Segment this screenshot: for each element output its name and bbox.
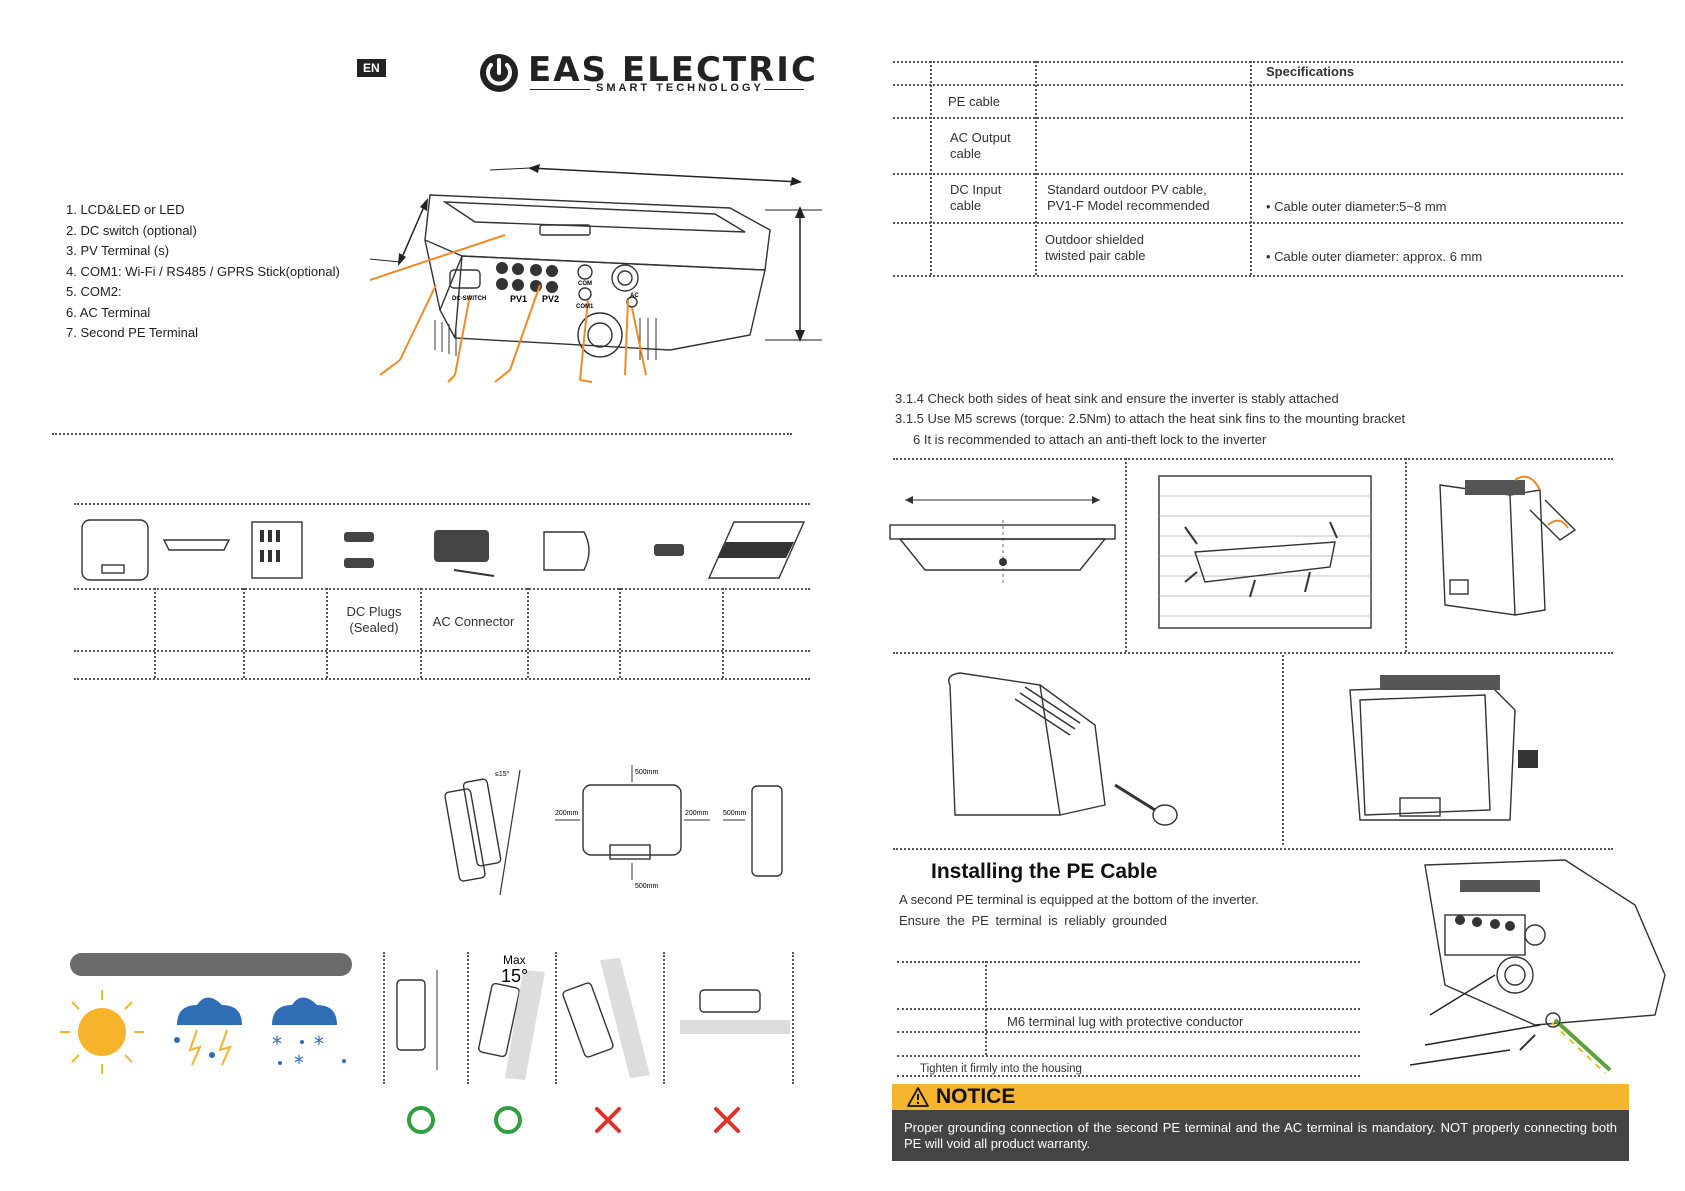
- svg-text:*: *: [294, 1051, 304, 1075]
- tilted-mount: Max 15°: [478, 953, 545, 1080]
- component-item: 2. DC switch (optional): [66, 222, 197, 238]
- vertical-mount: [396, 970, 438, 1070]
- wall-mount-illustration: [1158, 475, 1372, 629]
- svg-text:*: *: [272, 1032, 282, 1056]
- weather-illustration: * * *: [60, 990, 346, 1075]
- component-item: 7. Second PE Terminal: [66, 325, 198, 340]
- clearance-illustration: ≤15° 500mm 500mm 200mm 200mm 500mm: [444, 765, 783, 896]
- pe-tighten-note: Tighten it firmly into the housing: [920, 1063, 1082, 1075]
- cable-type: Outdoor shielded twisted pair cable: [1045, 232, 1146, 263]
- cable-name: PE cable: [948, 94, 1001, 109]
- tilt-side-view: ≤15°: [444, 769, 521, 896]
- brand-name: EAS ELECTRIC: [528, 50, 818, 90]
- pe-section-line1: A second PE terminal is equipped at the …: [899, 892, 1259, 907]
- pe-terminal-lug: M6 terminal lug with protective conducto…: [1007, 1014, 1244, 1029]
- not-allowed-icon: [714, 1107, 740, 1133]
- step-3-1-5: 3.1.5 Use M5 screws (torque: 2.5Nm) to a…: [895, 411, 1406, 426]
- environment-bar: [70, 953, 352, 976]
- language-badge: EN: [357, 59, 386, 77]
- label-com1: COM1: [576, 304, 594, 310]
- mounting-bracket-icon: [162, 539, 231, 551]
- pe-section-line2: Ensure the PE terminal is reliably groun…: [899, 913, 1168, 928]
- step-3-1-6: 6 It is recommended to attach an anti-th…: [913, 432, 1267, 447]
- package-label-ac-connector: AC Connector: [432, 614, 515, 629]
- front-distance-view: 500mm: [723, 785, 783, 877]
- mounting-verdicts: [407, 1106, 740, 1134]
- brand-logo: EAS ELECTRIC SMART TECHNOLOGY: [478, 50, 828, 100]
- mounting-angle-illustration: Max 15°: [396, 953, 790, 1080]
- svg-text:Max: Max: [503, 953, 526, 967]
- cable-name: AC Output cable: [950, 130, 1011, 161]
- svg-text:≤15°: ≤15°: [495, 770, 510, 778]
- notice-body: Proper grounding connection of the secon…: [892, 1110, 1629, 1161]
- cable-name: DC Input cable: [950, 182, 1002, 213]
- component-item: 6. AC Terminal: [66, 304, 151, 320]
- snow-icon: * * *: [272, 997, 346, 1075]
- ok-icon: [407, 1106, 435, 1134]
- lock-inverter-illustration: [1349, 675, 1538, 821]
- component-item: 5. COM2:: [66, 284, 122, 299]
- forward-tilt-mount: [562, 958, 650, 1078]
- specifications-header: Specifications: [1266, 64, 1355, 79]
- cable-spec: • Cable outer diameter:5~8 mm: [1266, 199, 1447, 214]
- screw-kit-icon: [251, 521, 303, 579]
- not-allowed-icon: [595, 1107, 621, 1133]
- component-item: 3. PV Terminal (s): [66, 243, 170, 258]
- package-label-dc-plugs: DC Plugs (Sealed): [346, 604, 402, 635]
- svg-text:500mm: 500mm: [723, 810, 747, 817]
- pe-terminal-illustration: [1409, 859, 1666, 1074]
- svg-text:15°: 15°: [501, 966, 528, 986]
- ok-icon: [494, 1106, 522, 1134]
- brand-tagline: SMART TECHNOLOGY: [596, 82, 764, 94]
- notice-bar: NOTICE: [892, 1084, 1629, 1110]
- inverter-illustration: DC-SWITCH PV1 PV2 COM COM1 AC: [370, 164, 822, 383]
- power-logo-icon: [480, 54, 518, 92]
- svg-text:200mm: 200mm: [555, 810, 579, 817]
- warning-icon: [907, 1087, 929, 1107]
- svg-text:*: *: [314, 1032, 324, 1056]
- thunderstorm-icon: [174, 997, 242, 1066]
- inverter-icon: [81, 519, 149, 581]
- screw-heatsink-illustration: [948, 672, 1178, 826]
- bracket-illustration: [889, 496, 1116, 585]
- notice-title: NOTICE: [936, 1085, 1016, 1108]
- svg-text:500mm: 500mm: [635, 769, 659, 776]
- label-pv2: PV2: [542, 294, 559, 304]
- cable-type: Standard outdoor PV cable, PV1-F Model r…: [1047, 182, 1210, 213]
- hang-inverter-illustration: [1439, 475, 1577, 616]
- com-plug-icon: [654, 544, 684, 556]
- manual-icon: [707, 521, 806, 579]
- label-com: COM: [578, 281, 592, 287]
- component-item: 4. COM1: Wi-Fi / RS485 / GPRS Stick(opti…: [66, 263, 340, 279]
- label-pv1: PV1: [510, 294, 527, 304]
- package-items-illustration: [81, 519, 806, 581]
- ac-connector-icon: [434, 530, 495, 577]
- dc-plug-icon: [344, 532, 374, 568]
- step-3-1-4: 3.1.4 Check both sides of heat sink and …: [895, 391, 1339, 406]
- sun-icon: [60, 990, 144, 1074]
- component-list: 1. LCD&LED or LED 2. DC switch (optional…: [66, 200, 386, 344]
- cable-spec: • Cable outer diameter: approx. 6 mm: [1266, 249, 1483, 264]
- front-clearance-view: 500mm 500mm 200mm 200mm: [555, 765, 710, 890]
- component-item: 1. LCD&LED or LED: [66, 202, 185, 217]
- pe-section-title: Installing the PE Cable: [931, 860, 1158, 883]
- label-ac: AC: [630, 293, 639, 299]
- svg-text:200mm: 200mm: [685, 810, 709, 817]
- horizontal-mount: [680, 989, 790, 1034]
- svg-text:500mm: 500mm: [635, 883, 659, 890]
- com-cap-icon: [543, 531, 590, 571]
- label-dc-switch: DC-SWITCH: [452, 296, 486, 302]
